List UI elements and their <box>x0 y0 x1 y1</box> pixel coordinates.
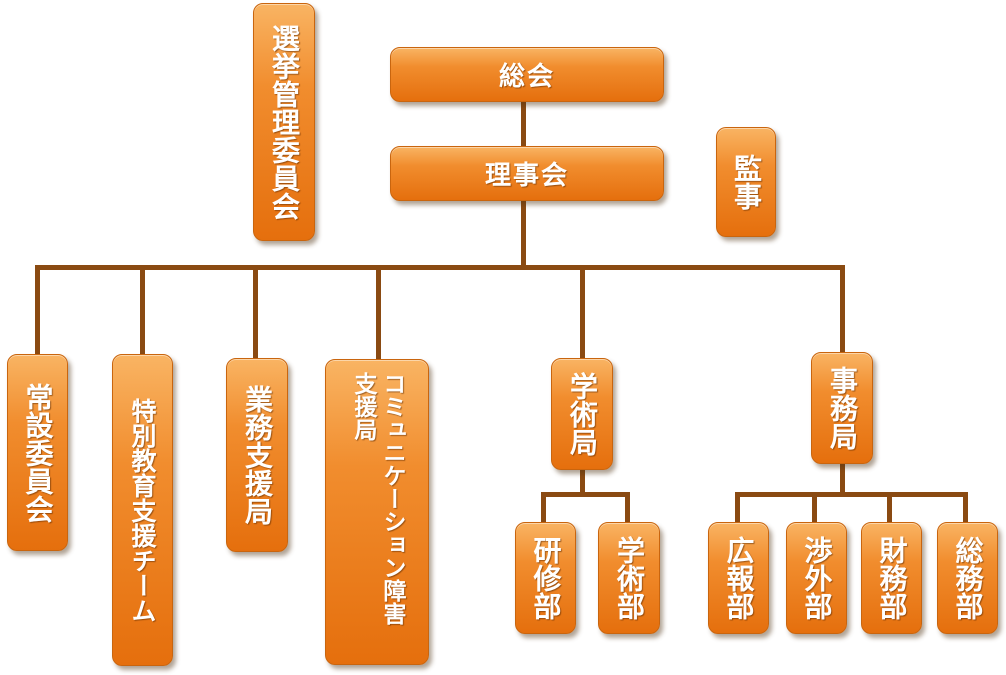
connector-standing-committee <box>35 265 40 357</box>
standing-committee-box: 常設委員会 <box>7 354 68 551</box>
connector-business-support <box>253 265 258 360</box>
general-affairs-department-box: 総務部 <box>937 522 998 634</box>
connector-main-horizontal <box>35 265 845 270</box>
standing-committee-label: 常設委員会 <box>21 382 55 523</box>
business-support-bureau-box: 業務支援局 <box>226 358 288 552</box>
external-affairs-department-box: 渉外部 <box>786 522 847 634</box>
academic-department-label: 学術部 <box>613 536 646 620</box>
connector-secretariat-down <box>840 462 845 494</box>
connector-general-affairs-dept <box>963 492 968 524</box>
connector-pr-dept <box>735 492 740 524</box>
business-support-bureau-label: 業務支援局 <box>241 385 274 525</box>
communication-support-bureau-line2: 支援局 <box>350 372 376 441</box>
pr-department-box: 広報部 <box>708 522 769 634</box>
connector-academic-bureau <box>580 265 585 360</box>
secretariat-label: 事務局 <box>826 366 859 450</box>
finance-department-label: 財務部 <box>875 536 909 620</box>
board-label: 理事会 <box>484 161 569 191</box>
connector-secretariat <box>840 265 845 355</box>
connector-communication-support <box>376 265 381 361</box>
training-department-label: 研修部 <box>529 536 563 620</box>
special-education-team-box: 特別教育支援チーム <box>112 354 173 666</box>
academic-department-box: 学術部 <box>598 522 660 634</box>
training-department-box: 研修部 <box>515 522 576 634</box>
external-affairs-department-label: 渉外部 <box>800 536 834 620</box>
auditor-box: 監事 <box>716 127 776 237</box>
connector-academic-horizontal <box>541 492 630 497</box>
election-committee-label: 選挙管理委員会 <box>268 24 301 220</box>
pr-department-label: 広報部 <box>722 536 756 620</box>
general-assembly-box: 総会 <box>390 47 664 102</box>
connector-training-dept <box>541 492 546 524</box>
board-box: 理事会 <box>390 146 664 201</box>
election-committee-box: 選挙管理委員会 <box>253 3 315 241</box>
connector-secretariat-horizontal <box>735 492 968 497</box>
communication-support-bureau-box: コミュニケーション障害 支援局 <box>325 359 429 665</box>
general-affairs-department-label: 総務部 <box>951 536 985 620</box>
connector-finance-dept <box>887 492 892 524</box>
academic-bureau-label: 学術局 <box>566 372 599 456</box>
connector-board-trunk <box>521 198 526 270</box>
communication-support-bureau-line1: コミュニケーション障害 <box>379 372 405 625</box>
special-education-team-label: 特別教育支援チーム <box>128 397 157 623</box>
connector-academic-down <box>580 468 585 496</box>
connector-academic-dept <box>625 492 630 524</box>
academic-bureau-box: 学術局 <box>551 358 613 470</box>
auditor-label: 監事 <box>730 154 763 210</box>
connector-assembly-board <box>521 100 526 148</box>
connector-special-education <box>140 265 145 357</box>
finance-department-box: 財務部 <box>861 522 922 634</box>
connector-external-dept <box>812 492 817 524</box>
general-assembly-label: 総会 <box>498 62 555 92</box>
secretariat-box: 事務局 <box>811 352 873 464</box>
